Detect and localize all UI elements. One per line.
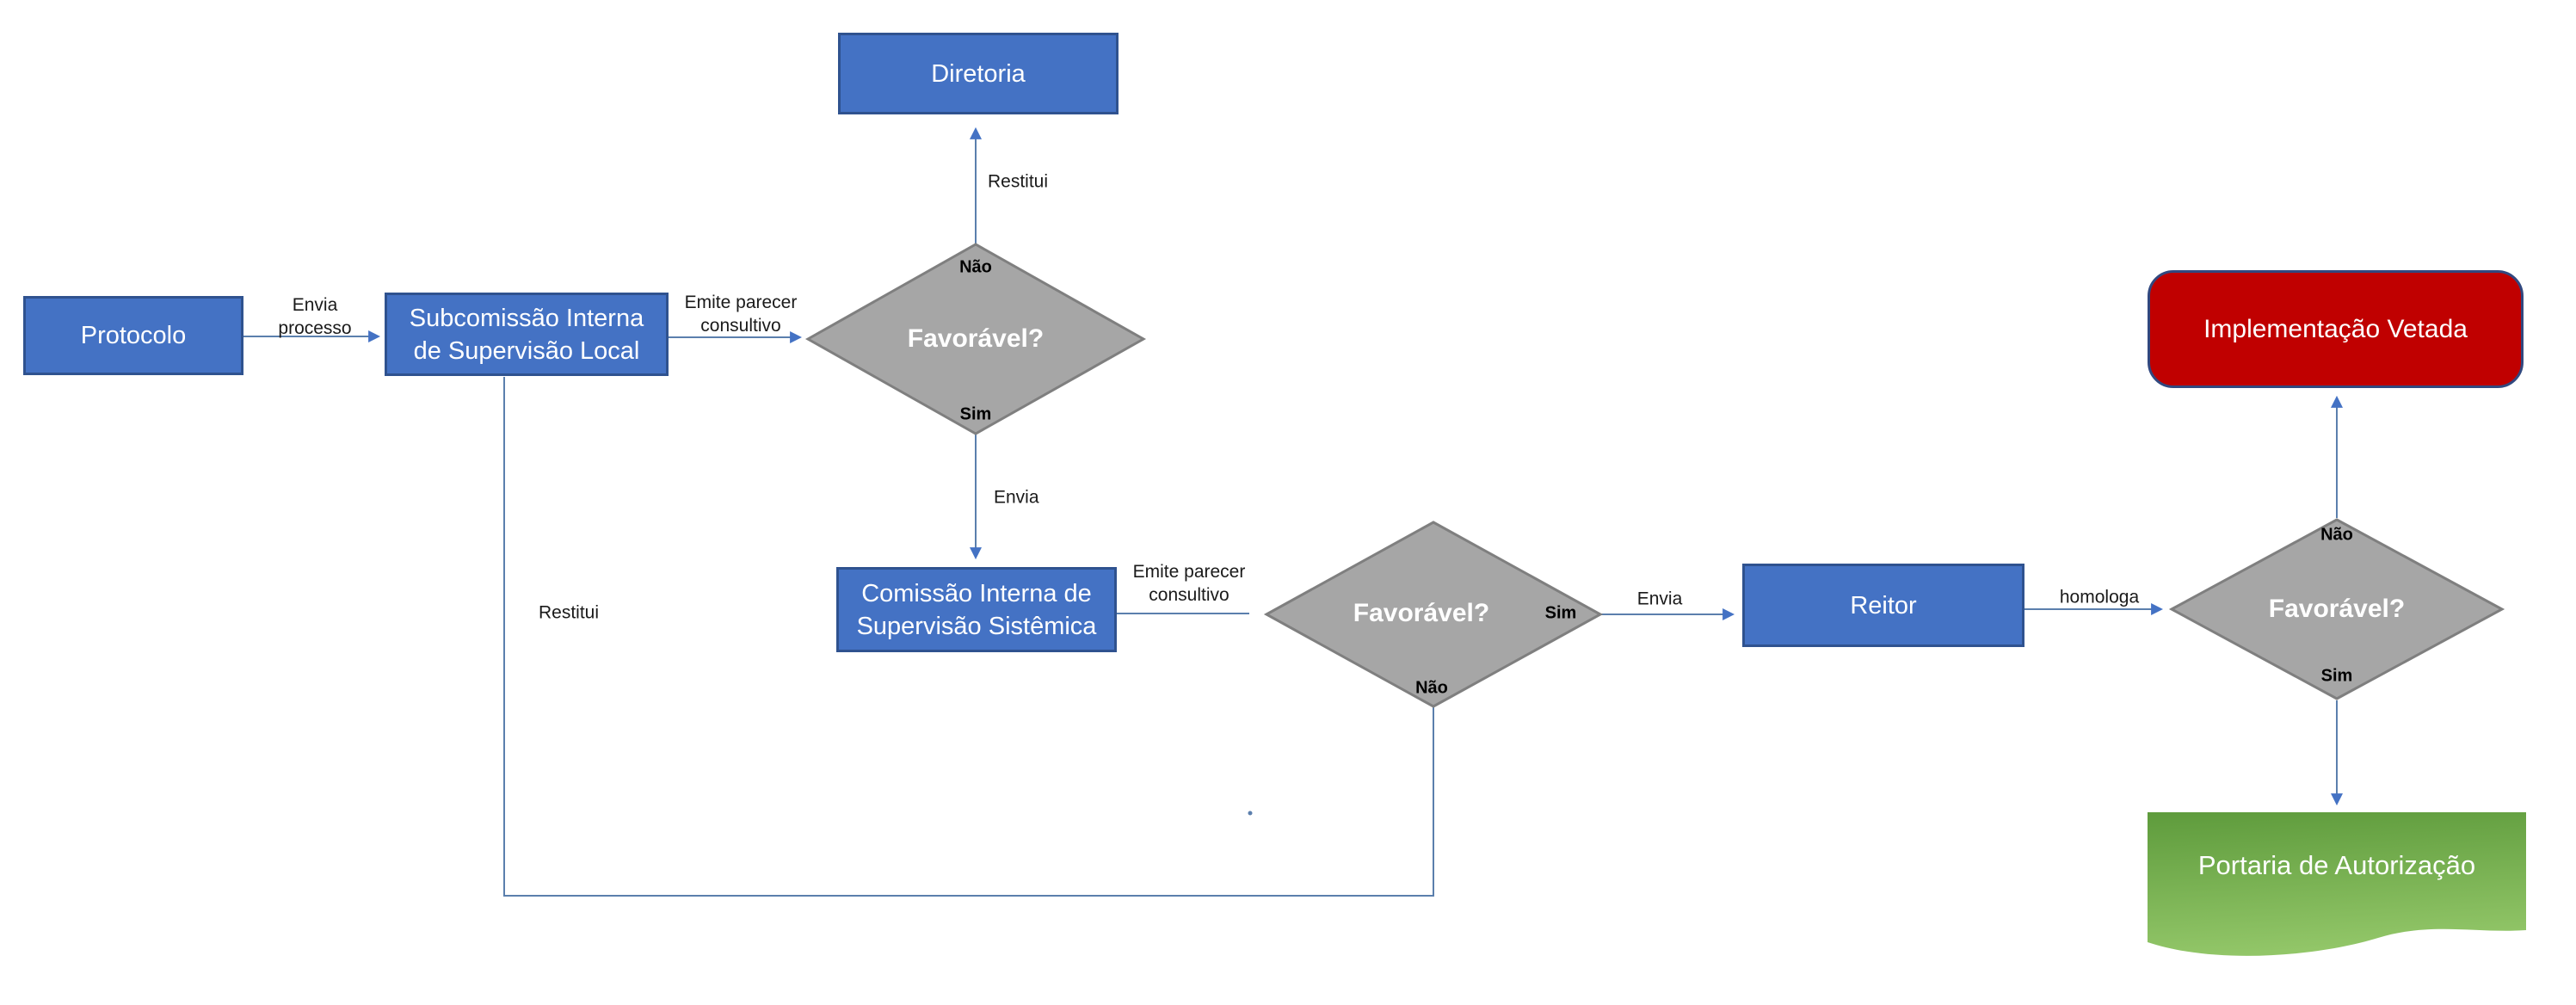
edge-label-emite-parecer-2: Emite parecer consultivo (1132, 562, 1246, 605)
decision3-yes-label: Sim (2320, 666, 2353, 686)
node-protocolo-label: Protocolo (80, 322, 187, 349)
node-implementacao-vetada[interactable]: Implementação Vetada (2148, 270, 2524, 388)
stray-dot (1248, 811, 1253, 816)
edge-label-homologa: homologa (2059, 587, 2140, 607)
edge-label-restitui-subcomissao: Restitui (538, 602, 600, 623)
node-reitor-label: Reitor (1850, 591, 1917, 620)
decision2-yes-label: Sim (1544, 603, 1577, 623)
decision3-question: Favorável? (2268, 595, 2406, 623)
decision3-no-label: Não (2320, 525, 2353, 545)
edge-label-emite-parecer-1: Emite parecer consultivo (684, 293, 798, 336)
decision1-favoravel-diamond[interactable] (804, 243, 1147, 435)
decision3-favoravel-diamond[interactable] (2168, 518, 2505, 700)
node-implementacao-vetada-label: Implementação Vetada (2203, 314, 2468, 343)
decision1-question: Favorável? (907, 324, 1045, 353)
node-reitor[interactable]: Reitor (1742, 564, 2024, 647)
edge-label-envia-processo: Envia processo (278, 295, 352, 338)
node-diretoria-label: Diretoria (931, 59, 1026, 88)
portaria-document-shape[interactable] (2148, 812, 2526, 956)
edge-decision2-return-subcomissao (503, 377, 1434, 897)
decision1-no-label: Não (959, 257, 992, 277)
decision2-no-label: Não (1415, 678, 1448, 698)
node-protocolo[interactable]: Protocolo (23, 296, 243, 375)
edge-label-restitui-diretoria: Restitui (988, 171, 1049, 192)
decision2-question: Favorável? (1353, 599, 1490, 627)
node-comissao-label: Comissão Interna de Supervisão Sistêmica (856, 579, 1097, 640)
decision2-favoravel-diamond[interactable] (1263, 521, 1604, 708)
node-subcomissao-label: Subcomissão Interna de Supervisão Local (409, 304, 644, 365)
node-comissao[interactable]: Comissão Interna de Supervisão Sistêmica (836, 567, 1117, 652)
node-diretoria[interactable]: Diretoria (838, 33, 1119, 114)
edge-label-envia-reitor: Envia (1636, 589, 1683, 609)
edge-label-envia-comissao: Envia (994, 487, 1039, 508)
node-subcomissao[interactable]: Subcomissão Interna de Supervisão Local (385, 293, 669, 376)
decision1-yes-label: Sim (959, 404, 992, 424)
node-portaria-label: Portaria de Autorização (2197, 850, 2476, 880)
